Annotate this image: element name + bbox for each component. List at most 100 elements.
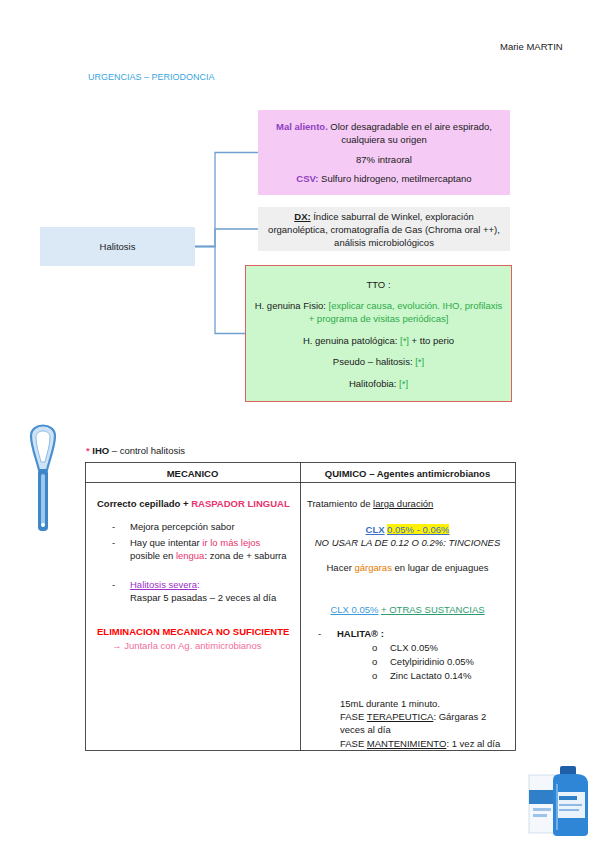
table-text: Hacer bbox=[327, 562, 352, 573]
table-text: → Juntarla con Ag. antimicrobianos bbox=[112, 640, 261, 651]
table-text: : 1 vez al día bbox=[446, 738, 500, 749]
note-line: Correcto cepillado +RASPADOR LINGUAL bbox=[97, 497, 290, 510]
text-line: H. genuina Fisio:[explicar causa, evoluc… bbox=[252, 299, 505, 325]
table-text: larga duración bbox=[373, 498, 433, 509]
node-text: TTO : bbox=[366, 279, 390, 290]
topic-box: Halitosis bbox=[40, 227, 195, 266]
table-text: ir lo más lejos bbox=[202, 537, 260, 548]
table-text: 0.05% - 0.06% bbox=[387, 524, 449, 535]
table-text: 15mL durante 1 minuto. bbox=[340, 698, 440, 709]
brace-connector bbox=[195, 229, 258, 247]
section-heading: * bbox=[86, 445, 90, 456]
note-line: Hay que intentarir lo más lejos bbox=[130, 536, 260, 549]
table-text: Mejora percepción sabor bbox=[130, 521, 235, 532]
table-text: o bbox=[372, 670, 377, 681]
node-text: Sulfuro hidrogeno, metilmercaptano bbox=[321, 173, 472, 184]
treatment-box: TTO : H. genuina Fisio:[explicar causa, e… bbox=[245, 265, 512, 402]
note-line: FASEMANTENIMIENTO: 1 vez al día bbox=[340, 737, 500, 750]
node-text: H. genuina patológica: bbox=[303, 335, 398, 346]
table-text: ELIMINACION MECANICA NO SUFICIENTE bbox=[97, 626, 289, 637]
note-line: - bbox=[112, 520, 115, 533]
node-text: [*] bbox=[415, 356, 424, 367]
title-row: URGENCIAS – PERIODONCIA bbox=[88, 70, 215, 84]
text-line: CSV:Sulfuro hidrogeno, metilmercaptano bbox=[264, 172, 504, 185]
node-text: Olor desagradable en el aire espirado, c… bbox=[330, 121, 492, 145]
note-line: QUIMICO – Agentes antimicrobianos bbox=[300, 467, 515, 480]
table-text: MANTENIMIENTO bbox=[367, 738, 447, 749]
table-text: NO USAR LA DE 0.12 O 0.2%: TINCIONES bbox=[315, 537, 500, 548]
note-line: Hacergárgarasen lugar de enjuagues bbox=[300, 561, 515, 574]
table-text: Hay que intentar bbox=[130, 537, 200, 548]
table-text: HALITA® : bbox=[337, 628, 384, 639]
table-frame bbox=[86, 463, 516, 751]
text-line: Halitofobia:[*] bbox=[252, 377, 505, 390]
table-text: MECANICO bbox=[167, 468, 219, 479]
tongue-scraper bbox=[31, 426, 55, 532]
table-text: : bbox=[197, 579, 200, 590]
text-line: 87% intraoral bbox=[264, 153, 504, 166]
note-line: *IHO– control halitosis bbox=[86, 444, 185, 457]
table-text: - bbox=[112, 521, 115, 532]
definition-box: Mal aliento.Olor desagradable en el aire… bbox=[258, 110, 510, 195]
text-line: Pseudo – halitosis:[*] bbox=[252, 355, 505, 368]
table-text: CLX 0.05% bbox=[330, 604, 378, 615]
note-line: NO USAR LA DE 0.12 O 0.2%: TINCIONES bbox=[300, 536, 515, 549]
table-text: - bbox=[318, 628, 321, 639]
note-line: ELIMINACION MECANICA NO SUFICIENTE bbox=[97, 625, 289, 638]
page-title: URGENCIAS – PERIODONCIA bbox=[88, 72, 215, 82]
section-heading: – control halitosis bbox=[112, 445, 185, 456]
node-text: [*] bbox=[400, 335, 409, 346]
table-text: + OTRAS SUSTANCIAS bbox=[381, 604, 485, 615]
table-text: - bbox=[112, 537, 115, 548]
text-line: Halitosis bbox=[46, 240, 189, 253]
table-text: Correcto cepillado + bbox=[97, 498, 189, 509]
table-text: o bbox=[372, 642, 377, 653]
node-text: Mal aliento. bbox=[276, 121, 328, 132]
note-line: Mejora percepción sabor bbox=[130, 520, 235, 533]
text-line: H. genuina patológica:[*]+ tto perio bbox=[252, 334, 505, 347]
table-text: FASE bbox=[340, 711, 364, 722]
section-heading: IHO bbox=[92, 445, 109, 456]
table-text: Raspar 5 pasadas – 2 veces al día bbox=[130, 592, 276, 603]
note-line: - bbox=[112, 536, 115, 549]
node-text: DX: bbox=[294, 211, 310, 222]
diagnosis-box: DX:Índice saburral de Winkel, exploració… bbox=[258, 207, 510, 251]
table-text: Zinc Lactato 0.14% bbox=[390, 670, 471, 681]
text-line: DX:Índice saburral de Winkel, exploració… bbox=[264, 210, 504, 249]
node-text: CSV: bbox=[296, 173, 318, 184]
table-text: Tratamiento de bbox=[307, 498, 371, 509]
note-line: Halitosis severa: bbox=[130, 578, 200, 591]
table-text: gárgaras bbox=[354, 562, 392, 573]
table-text: CLX bbox=[366, 524, 385, 535]
brace-connector bbox=[195, 247, 245, 334]
table-text: Cetylpiridinio 0.05% bbox=[390, 656, 474, 667]
note-line: o bbox=[372, 655, 377, 668]
table-text: Halitosis severa bbox=[130, 579, 197, 590]
note-line: o bbox=[372, 669, 377, 682]
text-line: Mal aliento.Olor desagradable en el aire… bbox=[264, 120, 504, 146]
table-text: - bbox=[112, 579, 115, 590]
table-text: lengua bbox=[176, 550, 205, 561]
table-text: RASPADOR LINGUAL bbox=[191, 498, 290, 509]
note-line: Zinc Lactato 0.14% bbox=[390, 669, 471, 682]
note-line: - bbox=[112, 578, 115, 591]
table-text: QUIMICO – Agentes antimicrobianos bbox=[325, 468, 490, 479]
node-text: 87% intraoral bbox=[356, 154, 412, 165]
note-line: MECANICO bbox=[85, 467, 300, 480]
note-line: 15mL durante 1 minuto. bbox=[340, 697, 440, 710]
note-line: CLX0.05% - 0.06% bbox=[300, 523, 515, 536]
note-line: Raspar 5 pasadas – 2 veces al día bbox=[130, 591, 276, 604]
table-text: en lugar de enjuagues bbox=[394, 562, 488, 573]
table-text: posible en bbox=[130, 550, 173, 561]
note-line: Marie MARTIN bbox=[500, 40, 563, 53]
node-text: H. genuina Fisio: bbox=[255, 300, 326, 311]
table-text: TERAPEUTICA bbox=[367, 711, 434, 722]
table-text: FASE bbox=[340, 738, 364, 749]
note-line: CLX 0.05% bbox=[390, 641, 438, 654]
note-line: CLX 0.05%+ OTRAS SUSTANCIAS bbox=[300, 603, 515, 616]
note-line: posible enlengua: zona de + saburra bbox=[130, 549, 287, 562]
node-text: Halitofobia: bbox=[349, 378, 397, 389]
product-illustration bbox=[529, 766, 588, 836]
node-text: Pseudo – halitosis: bbox=[333, 356, 413, 367]
